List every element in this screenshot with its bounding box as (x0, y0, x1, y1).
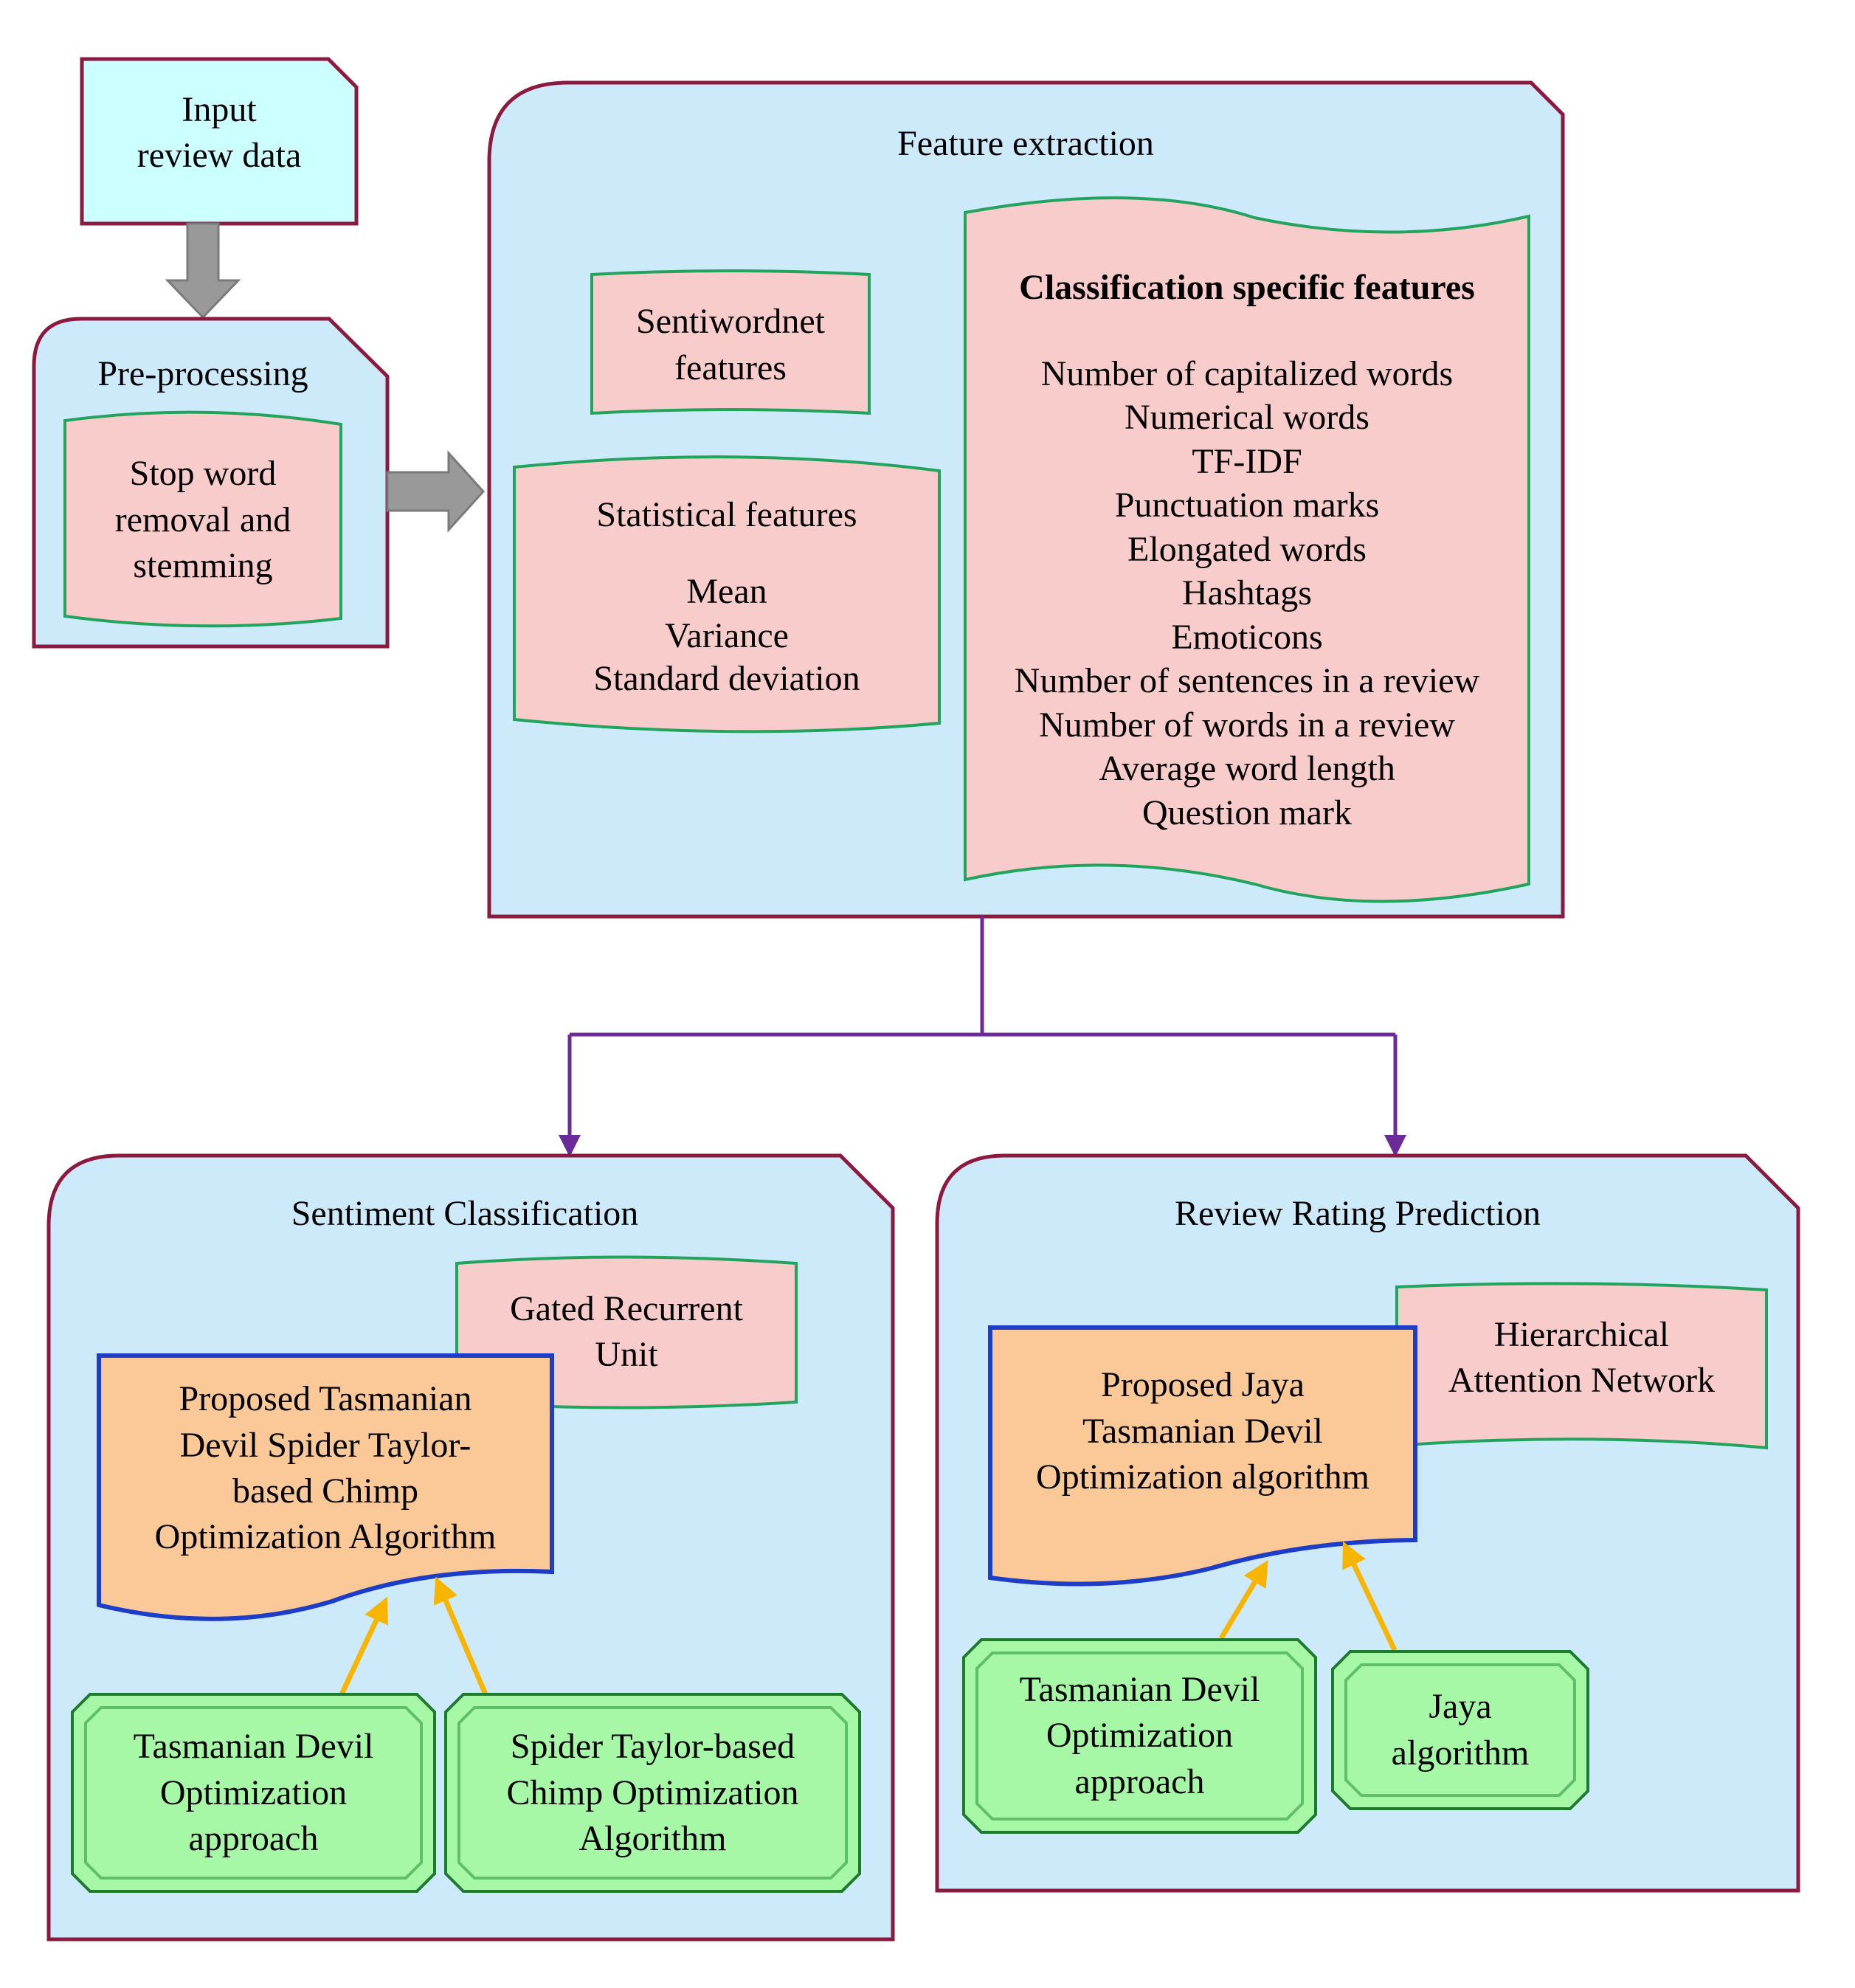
classification-feature-item: Average word length (1099, 749, 1395, 789)
han-box (1395, 1282, 1768, 1450)
classification-feature-item: Elongated words (1127, 529, 1367, 569)
classification-features-title: Classification specific features (1019, 267, 1475, 307)
statistical-title: Statistical features (596, 494, 857, 534)
arrow-stco-to-proposed (433, 1576, 488, 1696)
tdo-algo-box-rating (962, 1638, 1317, 1834)
tdo-label-sentiment: Tasmanian Devil Optimization approach (133, 1727, 374, 1859)
classification-feature-item: Numerical words (1125, 398, 1369, 438)
classification-feature-item: Number of sentences in a review (1014, 661, 1480, 701)
arrow-jaya-to-jtdo (1342, 1541, 1398, 1652)
tdo-label-rating: Tasmanian Devil Optimization approach (1019, 1669, 1260, 1801)
stco-label: Spider Taylor-based Chimp Optimization A… (506, 1727, 799, 1859)
arrow-down-gray (165, 222, 241, 320)
classification-feature-item: Number of words in a review (1039, 705, 1455, 745)
input-label: Input review data (137, 89, 302, 175)
input-box (80, 57, 359, 226)
jaya-label: Jaya algorithm (1391, 1687, 1530, 1773)
classification-feature-item: Hashtags (1182, 573, 1312, 613)
arrow-tdo-to-jtdo (1218, 1559, 1268, 1640)
statistical-item: Mean (686, 571, 767, 611)
classification-feature-item: Question mark (1142, 793, 1352, 832)
rating-title: Review Rating Prediction (1175, 1193, 1541, 1233)
proposed-tdstcoa-label: Proposed Tasmanian Devil Spider Taylor- … (154, 1379, 497, 1557)
statistical-item: Variance (665, 615, 789, 655)
gru-label: Gated Recurrent Unit (510, 1288, 743, 1374)
preprocessing-title: Pre-processing (97, 353, 308, 393)
stco-algo-box-sentiment (444, 1693, 861, 1893)
arrow-right-gray (386, 450, 486, 533)
classification-feature-item: Punctuation marks (1114, 486, 1380, 525)
arrow-tdo-to-proposed (339, 1596, 388, 1696)
feature-extraction-title: Feature extraction (897, 123, 1154, 163)
preprocessing-step-box (63, 410, 342, 628)
statistical-item: Standard deviation (593, 658, 860, 698)
classification-feature-item: TF-IDF (1192, 441, 1302, 481)
connector-trunk (570, 917, 1395, 1037)
classification-feature-item: Number of capitalized words (1040, 353, 1454, 393)
sentiwordnet-label: Sentiwordnet features (636, 302, 825, 387)
proposed-tdstcoa-box (97, 1353, 554, 1621)
jaya-algo-box (1331, 1650, 1589, 1810)
han-label: Hierarchical Attention Network (1448, 1314, 1716, 1400)
classification-features-box (964, 196, 1530, 903)
statistical-features-box (513, 455, 941, 734)
proposed-jtdo-label: Proposed Jaya Tasmanian Devil Optimizati… (1036, 1365, 1369, 1497)
classification-feature-item: Emoticons (1171, 617, 1323, 657)
sentiment-title: Sentiment Classification (291, 1193, 639, 1233)
preprocessing-step-label: Stop word removal and stemming (114, 454, 291, 586)
tdo-algo-box-sentiment (71, 1693, 436, 1893)
sentiwordnet-box (590, 269, 871, 415)
